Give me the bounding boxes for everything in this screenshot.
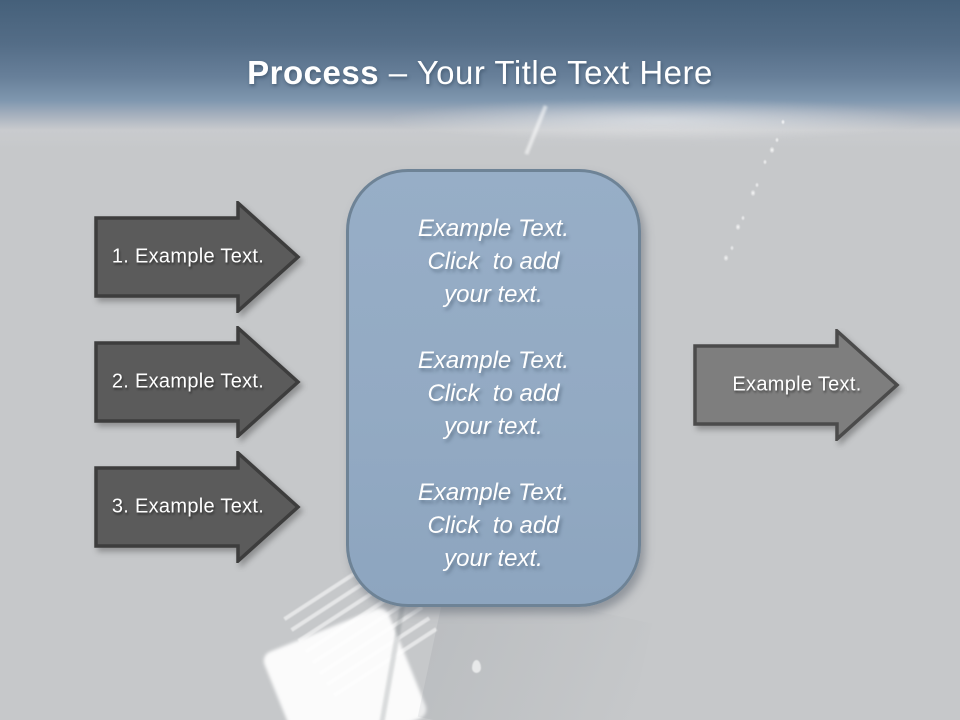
slide-title[interactable]: Process – Your Title Text Here (0, 54, 960, 92)
background-horizon-glow (380, 98, 940, 142)
background-light-streak (524, 105, 548, 155)
text-placeholder-2[interactable]: Example Text. Click to add your text. (417, 347, 570, 440)
process-step-arrow-1[interactable]: 1. Example Text. (94, 201, 302, 313)
right-arrow-icon (94, 326, 301, 438)
result-arrow[interactable]: Example Text. (693, 329, 901, 441)
background-droplet (472, 660, 481, 673)
process-step-arrow-3[interactable]: 3. Example Text. (94, 451, 302, 563)
right-arrow-icon (94, 201, 301, 313)
title-keyword: Process (247, 54, 380, 91)
step-3-label: 3. Example Text. (111, 495, 265, 518)
background-speck-trail (715, 115, 795, 270)
text-placeholder-1[interactable]: Example Text. Click to add your text. (417, 215, 570, 308)
step-1-label: 1. Example Text. (111, 245, 265, 268)
process-step-arrow-2[interactable]: 2. Example Text. (94, 326, 302, 438)
right-arrow-icon (693, 329, 900, 441)
result-arrow-label: Example Text. (732, 373, 862, 396)
title-subtitle: – Your Title Text Here (379, 54, 713, 91)
center-text-box[interactable]: Example Text. Click to add your text. Ex… (346, 169, 641, 607)
step-2-label: 2. Example Text. (111, 370, 265, 393)
text-placeholder-3[interactable]: Example Text. Click to add your text. (417, 479, 570, 572)
right-arrow-icon (94, 451, 301, 563)
background-white-patch (260, 605, 430, 720)
